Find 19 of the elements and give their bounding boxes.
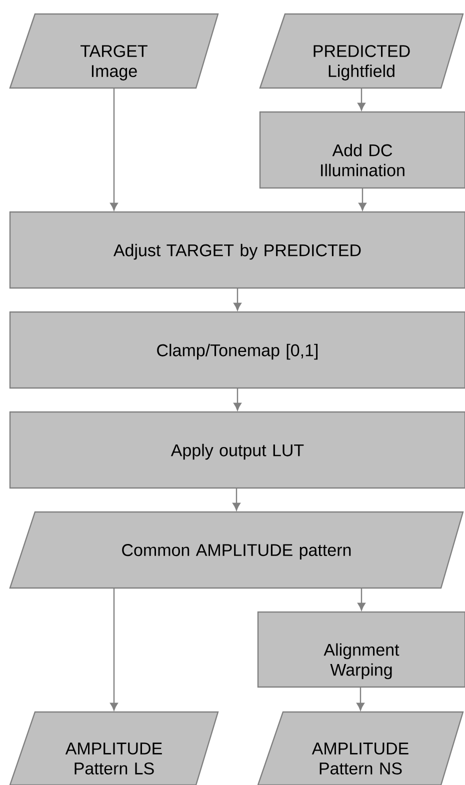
arrow xyxy=(234,288,242,310)
arrow xyxy=(358,588,366,610)
data-parallelogram: AMPLITUDE Pattern LS xyxy=(9,711,219,785)
arrow xyxy=(110,88,118,210)
process-box: Add DC Illumination xyxy=(259,111,465,189)
arrow xyxy=(358,88,366,110)
data-parallelogram: TARGET Image xyxy=(9,13,219,89)
arrow xyxy=(234,388,242,410)
arrow xyxy=(358,188,366,210)
arrow xyxy=(110,588,118,710)
data-parallelogram: AMPLITUDE Pattern NS xyxy=(257,711,464,785)
data-parallelogram: Common AMPLITUDE pattern xyxy=(9,511,464,589)
process-box: Adjust TARGET by PREDICTED xyxy=(9,211,465,289)
arrow xyxy=(356,687,364,710)
process-box: Clamp/Tonemap [0,1] xyxy=(9,311,465,389)
process-box: Apply output LUT xyxy=(9,411,465,489)
arrow xyxy=(232,488,240,510)
process-box: Alignment Warping xyxy=(257,611,465,688)
data-parallelogram: PREDICTED Lightfield xyxy=(259,13,464,89)
